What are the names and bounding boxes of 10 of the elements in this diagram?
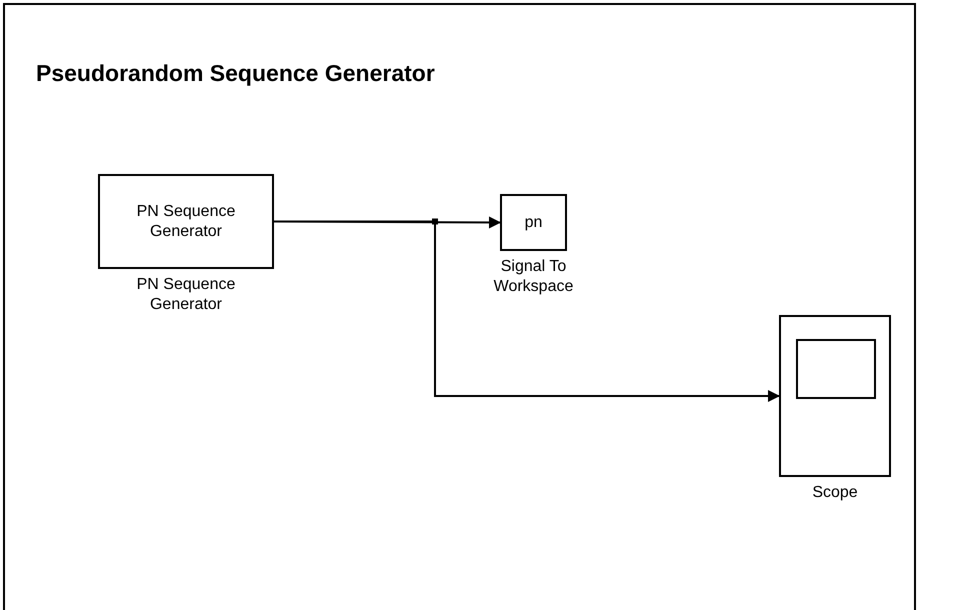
signal-line: [274, 220, 780, 402]
block-label: PN Sequence Generator: [136, 202, 236, 242]
block-label: pn: [524, 212, 542, 232]
block-caption: Scope: [811, 483, 859, 503]
block-caption: PN Sequence Generator: [136, 275, 236, 315]
scope-block: [779, 315, 891, 477]
block: [500, 194, 567, 251]
block-caption: Signal To Workspace: [492, 257, 574, 297]
diagram-title: Pseudorandom Sequence Generator: [36, 60, 435, 87]
block: [98, 174, 274, 269]
